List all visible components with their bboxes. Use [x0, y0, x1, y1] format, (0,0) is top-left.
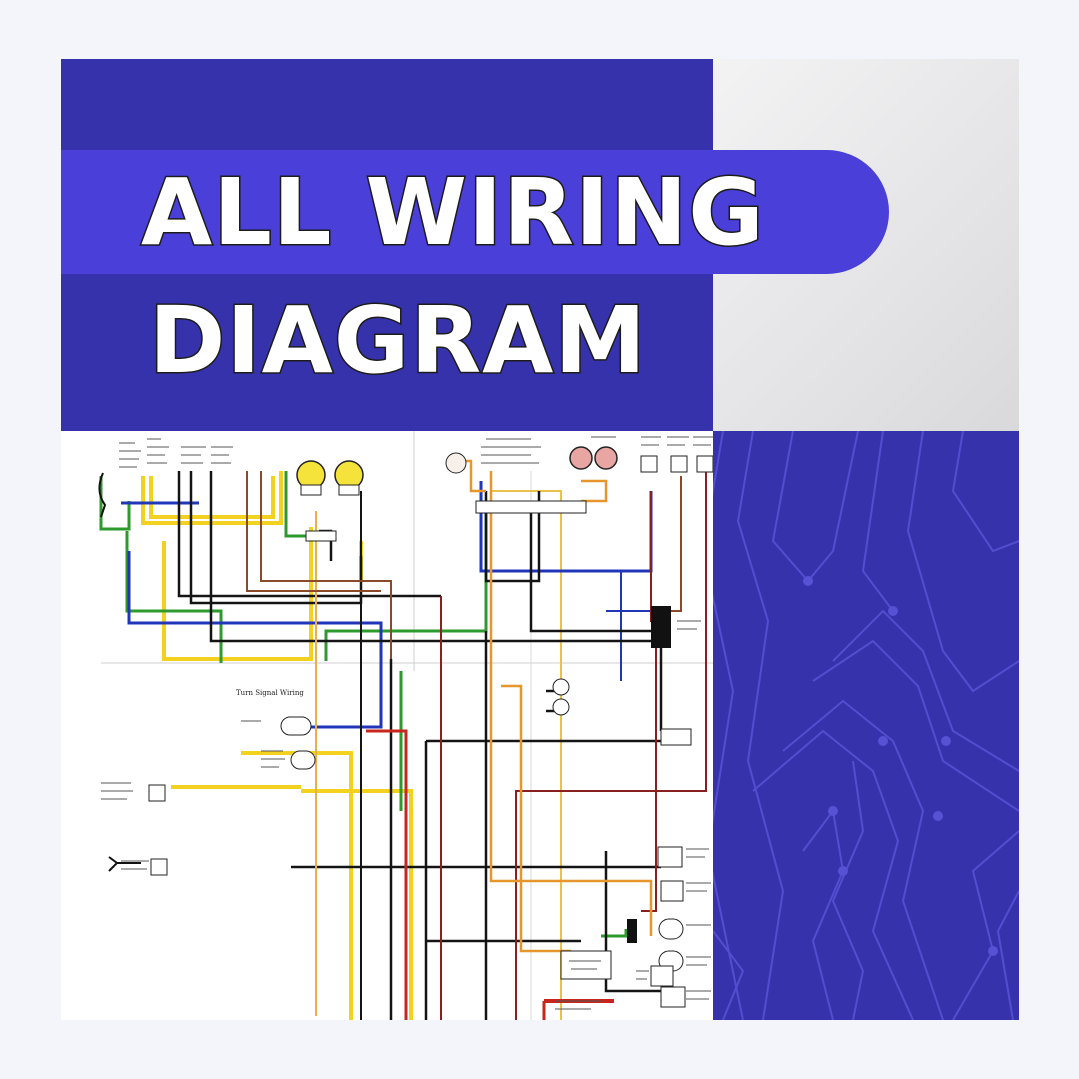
- title-line-1: ALL WIRING: [140, 159, 766, 266]
- bulb-icon: [296, 446, 618, 496]
- poster-card: ALL WIRING DIAGRAM: [61, 59, 1019, 1020]
- relay-icon: [651, 606, 671, 648]
- circuit-trace-icon: [713, 431, 1019, 1020]
- connector-icon: [148, 452, 714, 1008]
- wiring-diagram: Turn Signal Wiring: [61, 431, 714, 1020]
- title-pill: [61, 150, 889, 274]
- title-line-2: DIAGRAM: [148, 287, 648, 394]
- switch-icon: [98, 472, 141, 872]
- diagram-caption: Turn Signal Wiring: [236, 689, 304, 697]
- circuit-pattern-panel: [713, 431, 1019, 1020]
- yellow-wire-bundle: [141, 471, 562, 1020]
- wiring-diagram-svg: Turn Signal Wiring: [98, 431, 714, 1020]
